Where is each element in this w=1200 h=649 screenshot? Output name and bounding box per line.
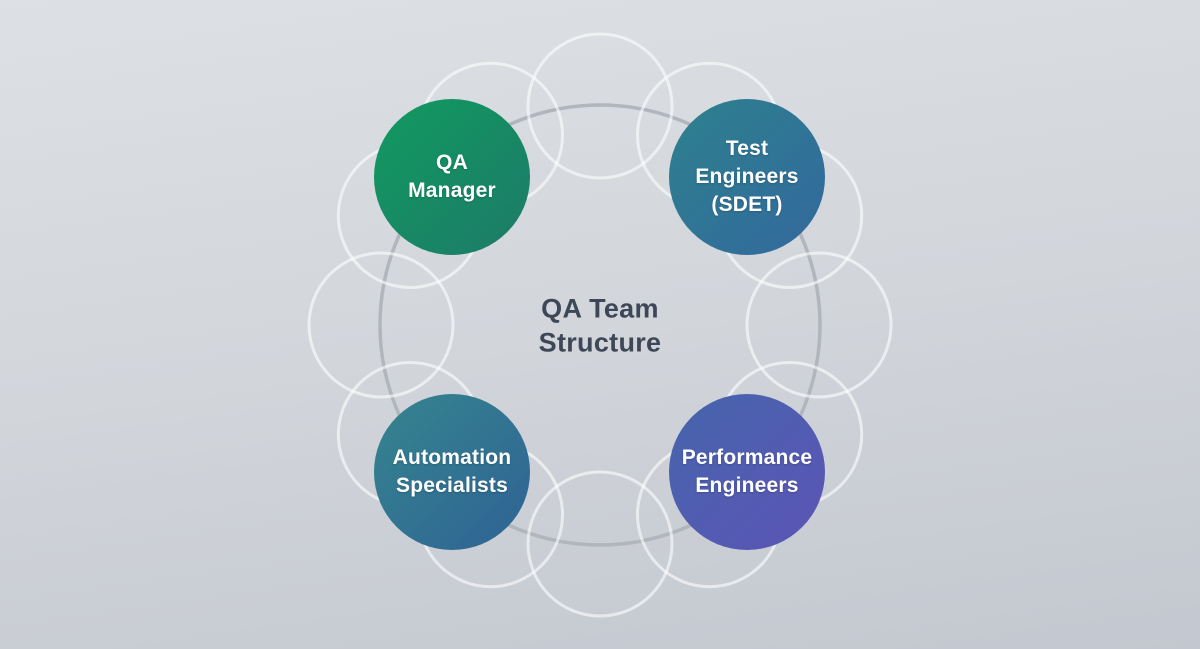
diagram-title: QA Team Structure — [538, 293, 662, 357]
node-test-engineers: Test Engineers (SDET) — [669, 99, 825, 255]
decorative-circle — [745, 251, 893, 399]
decorative-circle — [307, 251, 455, 399]
decorative-circle — [526, 32, 674, 180]
node-label: Performance Engineers — [681, 446, 813, 497]
node-qa-manager: QA Manager — [374, 99, 530, 255]
node-label: Automation Specialists — [392, 446, 512, 497]
connector-ring — [378, 103, 822, 547]
node-label: QA Manager — [408, 151, 496, 202]
decorative-circle — [526, 470, 674, 618]
node-performance-engineers: Performance Engineers — [669, 394, 825, 550]
node-label: Test Engineers (SDET) — [695, 137, 799, 216]
node-automation-specialists: Automation Specialists — [374, 394, 530, 550]
